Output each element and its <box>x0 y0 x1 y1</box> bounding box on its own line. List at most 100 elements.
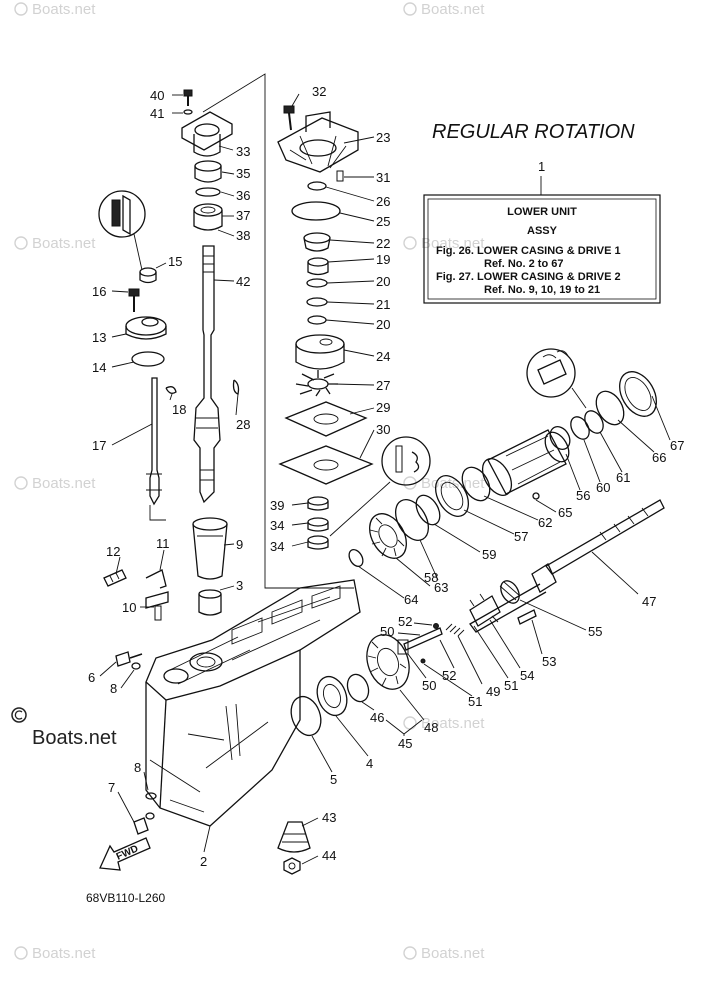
callout-number: 32 <box>312 84 326 99</box>
detail-callout-grease <box>526 348 587 409</box>
callout-number: 53 <box>542 654 556 669</box>
watermark-text: Boats.net <box>421 235 485 252</box>
ref-box-number: 1 <box>538 159 545 174</box>
plug-7 <box>133 812 155 835</box>
callout-number: 30 <box>376 422 390 437</box>
watermark-text: Boats.net <box>32 945 96 962</box>
callout-number: 25 <box>376 214 390 229</box>
pin-28 <box>232 379 240 395</box>
callout-number: 17 <box>92 438 106 453</box>
fitting-10 <box>145 591 169 621</box>
callout-number: 20 <box>376 317 390 332</box>
shim-59 <box>415 494 441 526</box>
callout-number: 3 <box>236 578 243 593</box>
outer-plate-cartridge-29 <box>284 401 368 437</box>
callout-number: 8 <box>134 760 141 775</box>
callout-number: 43 <box>322 810 336 825</box>
callout-number: 12 <box>106 544 120 559</box>
watermark-logo-text: Boats.net <box>32 727 117 749</box>
housing-33 <box>181 111 233 157</box>
sleeve-9 <box>192 517 228 580</box>
callout-number: 52 <box>442 668 456 683</box>
group-bracket-lines <box>149 73 354 589</box>
watermark-text: Boats.net <box>32 1 96 18</box>
washer-60 <box>570 416 590 440</box>
spring-55 <box>499 580 521 604</box>
bolt-40 <box>183 89 193 106</box>
shift-rod-17 <box>146 377 162 506</box>
bearing-housing-56 <box>481 429 570 496</box>
callout-number: 11 <box>156 536 170 551</box>
callout-number: 66 <box>652 450 666 465</box>
callout-number: 27 <box>376 378 390 393</box>
callout-number: 55 <box>588 624 602 639</box>
watermark-icon <box>14 946 28 960</box>
o-ring-26 <box>307 181 327 191</box>
callout-number: 51 <box>504 678 518 693</box>
watermark-text: Boats.net <box>421 715 485 732</box>
bearing-46 <box>346 673 370 703</box>
shift-rod-bracket <box>149 505 166 521</box>
callout-number: 61 <box>616 470 630 485</box>
bolt-32 <box>283 105 295 131</box>
callout-number: 46 <box>370 710 384 725</box>
callout-number: 42 <box>236 274 250 289</box>
watermark-icon <box>403 2 417 16</box>
callout-number: 7 <box>108 780 115 795</box>
shim-36 <box>195 187 221 197</box>
clutch-dog-54 <box>469 593 501 627</box>
callout-number: 31 <box>376 170 390 185</box>
callout-number: 21 <box>376 297 390 312</box>
callout-number: 26 <box>376 194 390 209</box>
callout-number: 15 <box>168 254 182 269</box>
callout-number: 52 <box>398 614 412 629</box>
callout-numbers: 40 41 33 35 36 37 38 42 15 16 13 14 18 1… <box>88 84 684 869</box>
drive-shaft-group-bracket <box>202 73 354 589</box>
callout-number: 14 <box>92 360 106 375</box>
callout-number: 33 <box>236 144 250 159</box>
watermark-text: Boats.net <box>421 1 485 18</box>
callout-number: 20 <box>376 274 390 289</box>
callout-number: 56 <box>576 488 590 503</box>
callout-number: 34 <box>270 518 284 533</box>
oil-seal-34 <box>307 517 329 532</box>
pin-31 <box>336 170 344 182</box>
callout-number: 45 <box>398 736 412 751</box>
shift-rod-assembly <box>98 190 240 835</box>
watermark-layer: Boats.net Boats.net Boats.net Boats.net … <box>14 1 485 962</box>
watermark-icon <box>403 716 417 730</box>
callout-number: 40 <box>150 88 164 103</box>
clip-18 <box>165 386 177 394</box>
callout-number: 62 <box>538 515 552 530</box>
reverse-gear-58 <box>369 513 407 559</box>
bolt-16 <box>128 288 140 312</box>
lower-casing <box>145 579 361 827</box>
impeller-27 <box>295 370 338 397</box>
oil-seal-34-lower <box>307 535 329 550</box>
spring-49 <box>445 623 465 637</box>
plunger-50 <box>397 627 443 655</box>
callout-number: 29 <box>376 400 390 415</box>
callout-number: 50 <box>422 678 436 693</box>
plug-6 <box>115 651 143 667</box>
drive-shaft-42 <box>193 245 221 504</box>
pin-65 <box>532 492 540 500</box>
propeller-shaft-47 <box>469 499 665 633</box>
diagram-code: 68VB110-L260 <box>86 891 166 905</box>
oil-seal-39 <box>307 496 329 511</box>
callout-number: 28 <box>236 417 250 432</box>
ref-box-line: Fig. 26. LOWER CASING & DRIVE 1 <box>436 245 621 257</box>
callout-number: 50 <box>380 624 394 639</box>
callout-number: 24 <box>376 349 390 364</box>
forward-gear-45 <box>366 634 410 690</box>
ref-box-line: Ref. No. 9, 10, 19 to 21 <box>484 284 600 296</box>
callout-number: 38 <box>236 228 250 243</box>
oil-seal-37 <box>193 203 223 231</box>
callout-number: 44 <box>322 848 336 863</box>
callout-number: 4 <box>366 756 373 771</box>
watermark-text: Boats.net <box>32 235 96 252</box>
shift-rod-holder-13 <box>125 316 167 340</box>
callout-number: 23 <box>376 130 390 145</box>
callout-number: 18 <box>172 402 186 417</box>
washer-20 <box>306 278 328 288</box>
